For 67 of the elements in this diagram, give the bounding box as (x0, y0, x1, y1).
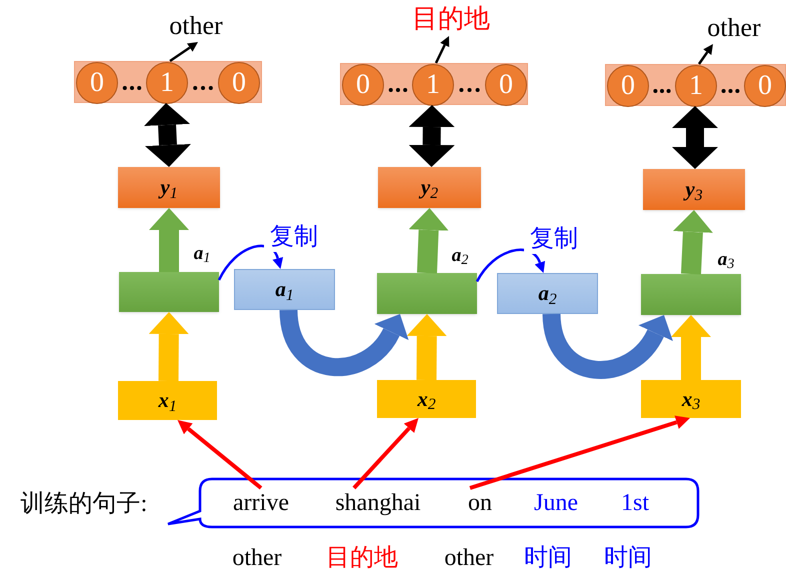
node-label: 0 (90, 69, 104, 97)
block-arrow (408, 208, 449, 274)
node-label: 0 (232, 69, 246, 97)
node-label: y$_{3}$ (685, 179, 703, 200)
class-label: 目的地 (412, 6, 490, 32)
node-label: y$_{1}$ (160, 177, 178, 198)
tag-label: 时间 (523, 544, 573, 573)
node-label: 1 (160, 69, 174, 97)
node-label: 1 (426, 71, 440, 99)
block-arrow (144, 103, 191, 167)
state-label: a$_{1}$ (192, 242, 212, 266)
copy-box (497, 273, 598, 314)
block-arrow (408, 105, 455, 167)
arrow (434, 36, 450, 64)
sentence-word: arrive (233, 491, 289, 515)
output-box (643, 169, 745, 210)
one-hot-band (340, 63, 528, 105)
arrow (218, 244, 283, 281)
sentence-word: shanghai (335, 491, 421, 515)
tag-label: 时间 (603, 544, 653, 573)
block-arrow (672, 106, 718, 169)
sentence-word: 1st (620, 491, 649, 515)
input-box (118, 381, 217, 420)
block-arrow (673, 210, 713, 274)
input-box (641, 380, 741, 418)
sentence-caption: 训练的句子: (20, 490, 148, 519)
arrow (352, 418, 418, 490)
node-label: x$_{2}$ (417, 388, 436, 410)
state-label: a$_{3}$ (716, 248, 736, 272)
tag-label: other (231, 544, 283, 573)
one-hot-band (74, 61, 262, 103)
node-label: x$_{1}$ (158, 390, 177, 411)
tag-label: 目的地 (325, 544, 399, 573)
hidden-layer-box (377, 273, 477, 314)
output-box (118, 167, 220, 208)
node-label: 0 (499, 71, 513, 99)
arrow (469, 416, 690, 490)
input-box (377, 380, 476, 418)
sentence-word: June (534, 491, 578, 515)
hidden-layer-box (641, 274, 741, 315)
state-label: a$_{2}$ (450, 244, 470, 268)
sentence-word: on (468, 491, 492, 515)
arrow (698, 44, 713, 65)
node-label: a$_{2}$ (538, 283, 557, 304)
block-arrow (149, 208, 189, 272)
class-label: other (707, 15, 761, 41)
node-label: 0 (356, 71, 370, 99)
output-box (378, 167, 481, 208)
block-arrow (148, 312, 189, 382)
arrow (178, 420, 262, 490)
arrow (169, 42, 198, 62)
block-arrow (406, 314, 447, 380)
block-arrow (542, 313, 672, 379)
hidden-layer-box (119, 272, 219, 312)
node-label: x$_{3}$ (682, 388, 700, 410)
node-label: 1 (689, 72, 703, 100)
node-label: a$_{1}$ (275, 279, 294, 300)
block-arrow (280, 309, 408, 376)
node-label: y$_{2}$ (420, 177, 438, 198)
node-label: 0 (758, 72, 772, 100)
one-hot-band (605, 64, 786, 106)
block-arrow (671, 315, 711, 380)
class-label: other (169, 13, 223, 39)
arrow (476, 248, 545, 282)
node-label: 0 (621, 72, 635, 100)
copy-box (234, 269, 335, 310)
tag-label: other (443, 544, 495, 573)
